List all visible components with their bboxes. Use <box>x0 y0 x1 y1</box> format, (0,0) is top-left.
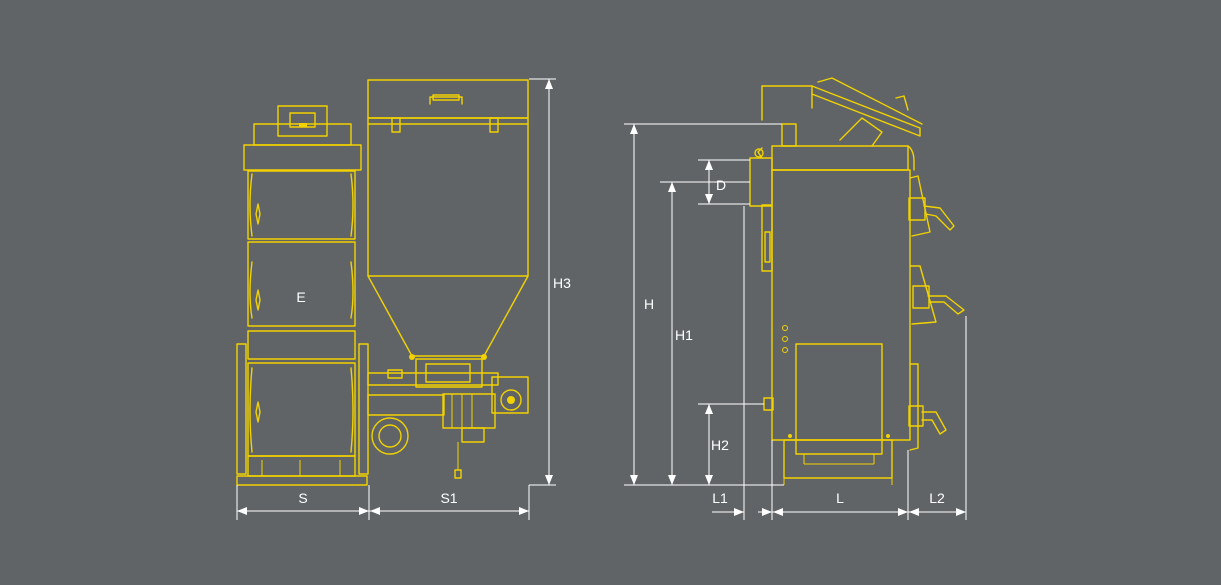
feeder-motor-front <box>367 358 529 479</box>
front-view <box>236 79 529 486</box>
label-h2: H2 <box>711 437 729 453</box>
label-s1: S1 <box>440 490 457 506</box>
doors-side <box>908 175 965 451</box>
side-view <box>749 77 965 485</box>
label-h3: H3 <box>553 275 571 291</box>
label-h1: H1 <box>675 327 693 343</box>
side-dimensions <box>624 123 967 520</box>
label-l: L <box>836 490 844 506</box>
label-l2: L2 <box>929 490 945 506</box>
label-d: D <box>716 177 726 193</box>
label-h: H <box>644 296 654 312</box>
label-e: E <box>296 289 305 305</box>
fuel-hopper-front <box>367 79 529 360</box>
label-s: S <box>298 490 307 506</box>
label-l1: L1 <box>712 490 728 506</box>
boiler-body-side <box>749 77 923 485</box>
front-dimensions <box>236 78 556 520</box>
